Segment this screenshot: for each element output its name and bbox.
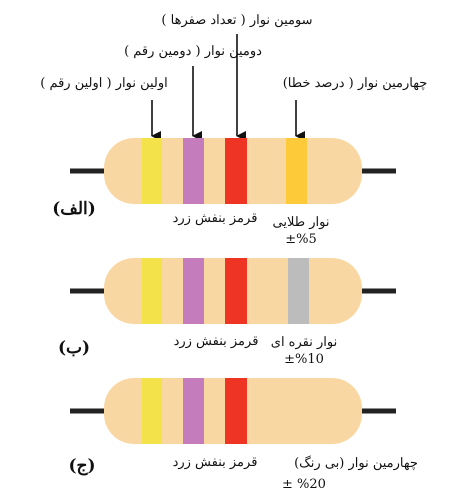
resistor-c-tag: (ج) <box>68 456 95 476</box>
resistor-c-tolerance-line1: چهارمین نوار (بی رنگ) <box>294 455 418 471</box>
band-gold <box>286 138 307 204</box>
band-yellow <box>142 138 162 204</box>
resistor-b-tolerance-line2: ±%10 <box>284 352 324 367</box>
resistor-a-tolerance-line2: ±%5 <box>285 232 317 247</box>
resistor-a-tag: (الف) <box>52 199 96 219</box>
band-red <box>225 258 247 324</box>
resistor-b <box>70 258 396 324</box>
band-violet <box>183 258 204 324</box>
resistor-a-bands-label: قرمز بنفش زرد <box>173 211 258 226</box>
resistor-b-bands-label: قرمز بنفش زرد <box>174 334 259 349</box>
band-red <box>225 378 247 444</box>
resistor-c-bands-label: قرمز بنفش زرد <box>173 455 258 470</box>
callout-band4-label: چهارمین نوار ( درصد خطا) <box>283 76 428 91</box>
band-silver <box>288 258 309 324</box>
band-red <box>225 138 247 204</box>
band-yellow <box>142 258 162 324</box>
resistor-b-tolerance-line1: نوار نقره ای <box>271 335 337 350</box>
resistor-b-tag: (ب) <box>58 338 90 358</box>
band-yellow <box>142 378 162 444</box>
resistor-c <box>70 378 396 444</box>
band-violet <box>183 138 204 204</box>
callout-band1-label: اولین نوار ( اولین رقم ) <box>40 76 168 91</box>
band-violet <box>183 378 204 444</box>
callout-band3-label: سومین نوار ( تعداد صفرها ) <box>161 13 312 28</box>
callout-band2-label: دومین نوار ( دومین رقم ) <box>124 44 262 59</box>
resistor-a <box>70 138 396 204</box>
resistor-c-tolerance-line2: ± %20 <box>282 477 326 492</box>
resistor-a-tolerance-line1: نوار طلایی <box>273 215 330 230</box>
